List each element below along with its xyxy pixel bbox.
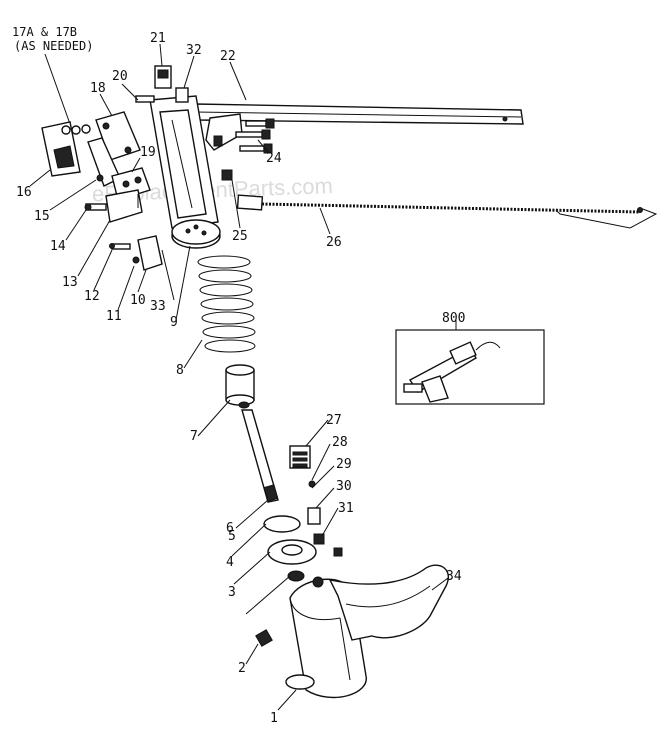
- label-22: 22: [220, 49, 236, 64]
- label-21: 21: [150, 31, 166, 46]
- part-31-screw: [333, 547, 343, 557]
- label-6: 6: [226, 521, 234, 536]
- label-19: 19: [140, 145, 156, 160]
- part-labels: 1 2 3 4 5 6 7 8 9 10 11 12 13 14 15 16 1…: [16, 31, 465, 726]
- part-7-sleeve: [225, 364, 255, 409]
- label-18: 18: [90, 81, 106, 96]
- label-7: 7: [190, 429, 198, 444]
- frame-assembly: [135, 65, 243, 229]
- label-15: 15: [34, 209, 50, 224]
- label-12: 12: [84, 289, 100, 304]
- part-16-block: [41, 121, 81, 177]
- label-4: 4: [226, 555, 234, 570]
- label-28: 28: [332, 435, 348, 450]
- part-19-link: [111, 167, 151, 201]
- part-31-spring: [313, 533, 325, 545]
- note-line-1: 17A & 17B: [12, 25, 77, 39]
- label-8: 8: [176, 363, 184, 378]
- label-27: 27: [326, 413, 342, 428]
- part-2-screw: [255, 629, 273, 647]
- part-17-washers: [61, 124, 91, 135]
- part-26-wire: [236, 194, 658, 229]
- leader-lines: [29, 43, 457, 711]
- part-6-rod: [241, 409, 279, 503]
- part-29-ball: [308, 480, 316, 488]
- label-2: 2: [238, 661, 246, 676]
- part-30-spacer: [307, 507, 321, 525]
- part-13-arm: [105, 189, 143, 223]
- label-10: 10: [130, 293, 146, 308]
- label-5: 5: [228, 529, 236, 544]
- label-9: 9: [170, 315, 178, 330]
- label-1: 1: [270, 711, 278, 726]
- label-16: 16: [16, 185, 32, 200]
- part-24-screws: [235, 118, 275, 154]
- label-31: 31: [338, 501, 354, 516]
- part-27-28-valve: [289, 445, 311, 469]
- part-14-pin: [84, 203, 107, 211]
- label-24: 24: [266, 151, 282, 166]
- label-800: 800: [442, 311, 465, 326]
- label-11: 11: [106, 309, 122, 324]
- part-5-ring: [263, 515, 301, 533]
- part-8-spring: [197, 255, 256, 353]
- part-25-nut: [221, 169, 233, 181]
- label-3: 3: [228, 585, 236, 600]
- label-30: 30: [336, 479, 352, 494]
- label-32: 32: [186, 43, 202, 58]
- label-14: 14: [50, 239, 66, 254]
- label-20: 20: [112, 69, 128, 84]
- label-34: 34: [446, 569, 462, 584]
- note-line-2: (AS NEEDED): [14, 39, 93, 53]
- part-34-handle: [328, 564, 449, 641]
- part-12-pin: [109, 243, 131, 250]
- part-9-plate: [171, 219, 221, 249]
- part-22-rod: [194, 103, 524, 125]
- label-25: 25: [232, 229, 248, 244]
- part-800-inset: [395, 329, 545, 405]
- label-29: 29: [336, 457, 352, 472]
- label-13: 13: [62, 275, 78, 290]
- label-26: 26: [326, 235, 342, 250]
- part-10-11-latch: [132, 235, 163, 271]
- part-4-washer: [267, 539, 317, 565]
- part-3-nut: [287, 570, 305, 582]
- label-33: 33: [150, 299, 166, 314]
